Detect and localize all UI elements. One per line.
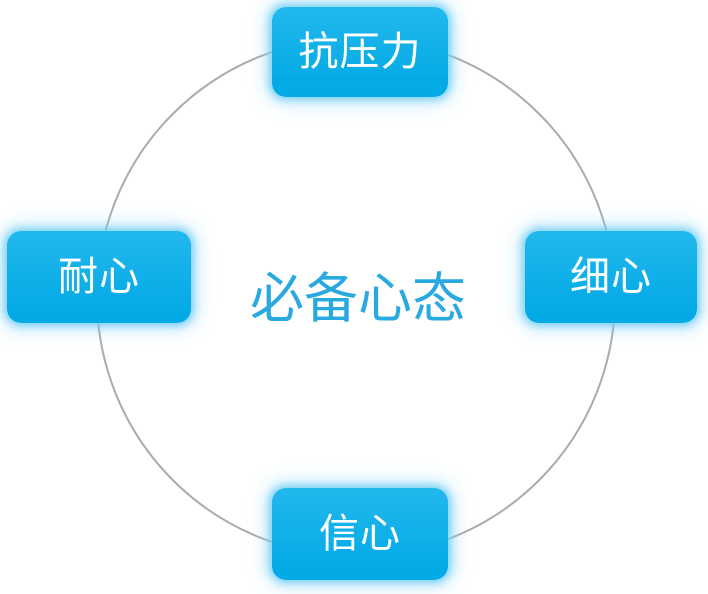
- node-top: 抗压力: [272, 7, 448, 97]
- node-left: 耐心: [7, 231, 191, 323]
- node-right-label: 细心: [570, 254, 652, 300]
- node-left-label: 耐心: [58, 254, 140, 300]
- node-top-label: 抗压力: [298, 29, 422, 75]
- node-right: 细心: [525, 231, 697, 323]
- node-bottom-label: 信心: [319, 511, 401, 557]
- node-bottom: 信心: [272, 488, 448, 580]
- center-title: 必备心态: [250, 267, 466, 330]
